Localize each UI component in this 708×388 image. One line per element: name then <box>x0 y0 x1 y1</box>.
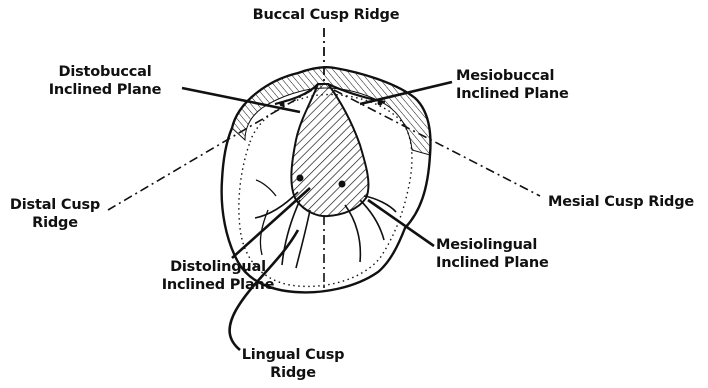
label-mesiolingual-inclined-plane: Mesiolingual Inclined Plane <box>436 236 549 272</box>
leader-distolingual <box>232 188 310 258</box>
label-lingual-cusp-ridge: Lingual Cusp Ridge <box>232 346 354 382</box>
pit-buccal-right <box>378 101 383 106</box>
cusp-triangular-ridge <box>291 84 368 216</box>
label-distolingual-inclined-plane: Distolingual Inclined Plane <box>158 258 278 294</box>
label-distobuccal-inclined-plane: Distobuccal Inclined Plane <box>40 63 170 99</box>
pit-left <box>297 175 304 182</box>
label-buccal-cusp-ridge: Buccal Cusp Ridge <box>246 6 406 24</box>
groove-3 <box>296 210 310 268</box>
label-mesial-cusp-ridge: Mesial Cusp Ridge <box>548 193 694 211</box>
label-distal-cusp-ridge: Distal Cusp Ridge <box>4 196 106 232</box>
pit-right <box>339 181 346 188</box>
groove-4 <box>345 205 360 262</box>
label-mesiobuccal-inclined-plane: Mesiobuccal Inclined Plane <box>456 67 569 103</box>
groove-5 <box>360 200 384 240</box>
groove-7 <box>256 180 276 196</box>
